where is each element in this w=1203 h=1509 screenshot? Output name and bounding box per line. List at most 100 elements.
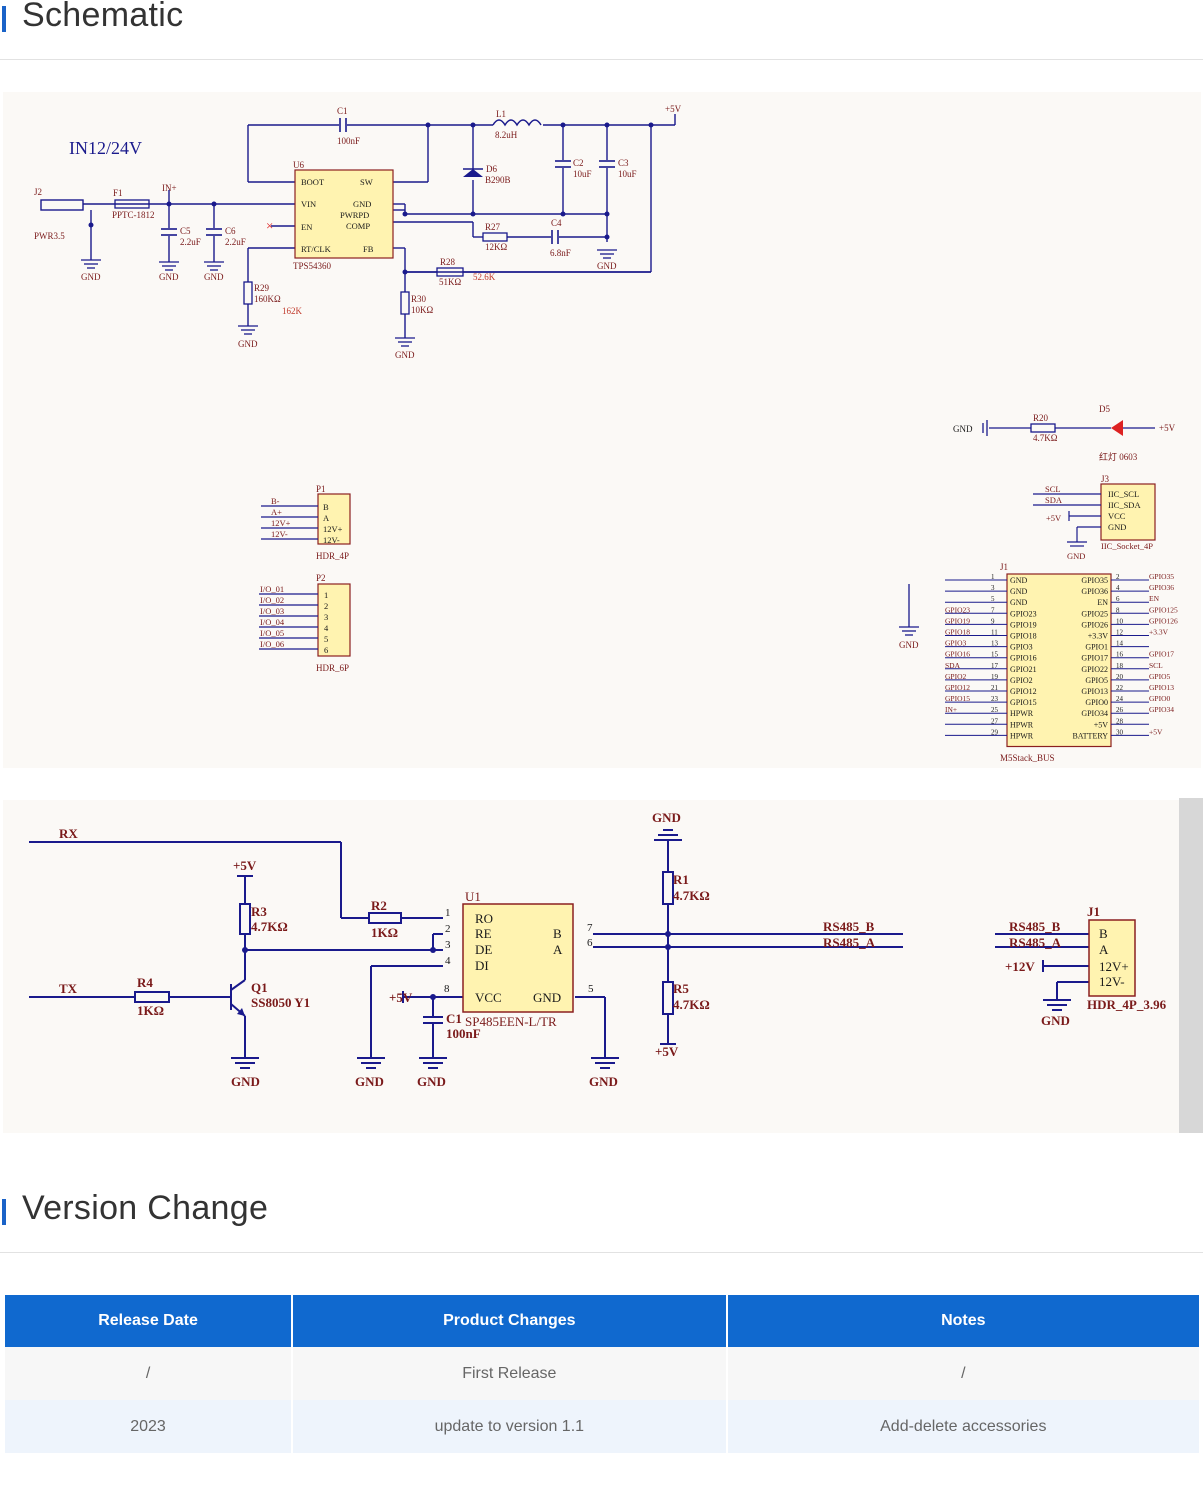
svg-text:1KΩ: 1KΩ [137, 1003, 164, 1018]
rs485-wires [29, 840, 1089, 1058]
rs485-junctions [242, 931, 671, 1000]
svg-text:Q1: Q1 [251, 980, 268, 995]
inductor-l1 [492, 119, 542, 127]
diode-d6 [463, 169, 483, 177]
title-accent-bar [2, 1199, 6, 1225]
j3-part: IIC_Socket_4P [1101, 541, 1153, 551]
svg-text:R5: R5 [673, 981, 689, 996]
j1-rs485-pins: B A 12V+ 12V- [1099, 926, 1129, 989]
bus-right-net: GPIO0 [1149, 694, 1171, 703]
bus-right-net: GPIO35 [1149, 572, 1174, 581]
svg-text:3: 3 [445, 939, 451, 951]
svg-text:SS8050 Y1: SS8050 Y1 [251, 995, 310, 1010]
svg-text:GND: GND [81, 272, 101, 282]
bus-right-num: 2 [1116, 573, 1120, 581]
bus-left-num: 7 [991, 606, 995, 614]
svg-text:C1: C1 [446, 1011, 462, 1026]
cap-c1-rs485 [423, 1016, 443, 1024]
bus-left-num: 11 [991, 629, 998, 637]
svg-text:GND: GND [355, 1074, 384, 1089]
connector-j2 [40, 199, 84, 211]
svg-text:IIC_SCL: IIC_SCL [1108, 489, 1139, 499]
svg-text:4: 4 [445, 955, 451, 967]
r29-label: R29 [254, 283, 270, 293]
svg-text:1: 1 [324, 590, 328, 600]
svg-text:1KΩ: 1KΩ [371, 925, 398, 940]
schematic-scrollbar[interactable] [1179, 798, 1203, 1133]
resistor-r27 [482, 232, 508, 242]
bus-gnd-label: GND [899, 640, 919, 650]
p2-nets: I/O_01I/O_02 I/O_03I/O_04 I/O_05I/O_06 [260, 584, 285, 649]
svg-text:GND: GND [204, 272, 224, 282]
c5-label: C5 [180, 226, 191, 236]
svg-text:GND: GND [1067, 551, 1085, 561]
svg-text:B: B [553, 926, 562, 941]
svg-text:I/O_04: I/O_04 [260, 617, 285, 627]
version-section-header: Version Change [0, 1189, 1203, 1253]
rx-label: RX [59, 826, 78, 841]
svg-text:3: 3 [324, 612, 328, 622]
j3-ref: J3 [1101, 474, 1110, 484]
svg-text:R1: R1 [673, 872, 689, 887]
r27-value: 12KΩ [485, 242, 507, 252]
table-row: / First Release / [5, 1347, 1199, 1400]
svg-text:GND: GND [597, 261, 617, 271]
led-d5 [1111, 420, 1123, 436]
r30-label: R30 [411, 294, 427, 304]
bus-left-num: 25 [991, 706, 999, 714]
d6-part: B290B [485, 175, 511, 185]
caps-c5-c6 [161, 228, 222, 236]
svg-text:5: 5 [324, 634, 328, 644]
resistor-r2 [368, 912, 402, 924]
iic-wires [1033, 493, 1101, 547]
d5-part: 红灯 0603 [1099, 451, 1138, 462]
bus-left-net: GPIO19 [945, 616, 970, 625]
bus-left-net: SDA [945, 661, 961, 670]
bus-left-num: 3 [991, 584, 995, 592]
bus-gnd-symbol [899, 584, 919, 636]
bus-ref: J1 [1000, 562, 1008, 572]
bus-right-pin: GPIO1 [1085, 643, 1108, 652]
svg-text:8: 8 [444, 983, 450, 995]
bus-right-num: 30 [1116, 728, 1124, 736]
svg-text:1: 1 [445, 907, 451, 919]
svg-text:12V-: 12V- [1099, 974, 1125, 989]
svg-text:A: A [553, 942, 563, 957]
bus-right-pin: GPIO13 [1081, 687, 1108, 696]
connector-p1 [317, 493, 351, 545]
cell-notes: Add-delete accessories [727, 1400, 1199, 1453]
bus-right-net: GPIO36 [1149, 583, 1174, 592]
bus-right-net: GPIO17 [1149, 650, 1174, 659]
j2-ref: J2 [34, 187, 42, 197]
bus-right-pin: GPIO0 [1085, 698, 1108, 707]
u1-pin-labels: RO RE DE DI B A VCC GND [475, 911, 563, 1005]
rs485-ground-symbols [231, 829, 1071, 1069]
title-accent-bar [2, 6, 6, 32]
resistor-r3 [239, 903, 251, 935]
bus-left-num: 21 [991, 684, 999, 692]
bus-right-pin: +3.3V [1088, 632, 1109, 641]
r20-label: R20 [1033, 413, 1049, 423]
svg-text:EN: EN [301, 222, 312, 232]
svg-text:4.7KΩ: 4.7KΩ [673, 888, 710, 903]
svg-text:RT/CLK: RT/CLK [301, 244, 332, 254]
svg-text:GND: GND [238, 339, 258, 349]
svg-text:4: 4 [324, 623, 329, 633]
svg-text:+12V: +12V [1005, 959, 1035, 974]
p1-ref: P1 [316, 484, 326, 494]
svg-text:HDR_4P_3.96: HDR_4P_3.96 [1087, 997, 1167, 1012]
rs485-labels: RX TX +5V R3 4.7KΩ R4 1KΩ Q1 SS8050 Y1 R… [59, 810, 1167, 1089]
svg-text:6: 6 [324, 645, 328, 655]
schematic-section-header: Schematic [0, 0, 1203, 60]
bus-right-net: +5V [1149, 727, 1163, 736]
svg-text:VCC: VCC [475, 990, 502, 1005]
r29-value: 160KΩ [254, 294, 281, 304]
fuse-f1 [114, 199, 150, 209]
bus-left-pin: HPWR [1010, 731, 1034, 740]
f1-part: PPTC-1812 [112, 210, 155, 220]
bus-left-pin: GPIO19 [1010, 620, 1037, 629]
no-connect-marker: × [266, 218, 273, 233]
bus-right-pin: GPIO34 [1081, 709, 1108, 718]
cap-c4 [551, 230, 559, 244]
